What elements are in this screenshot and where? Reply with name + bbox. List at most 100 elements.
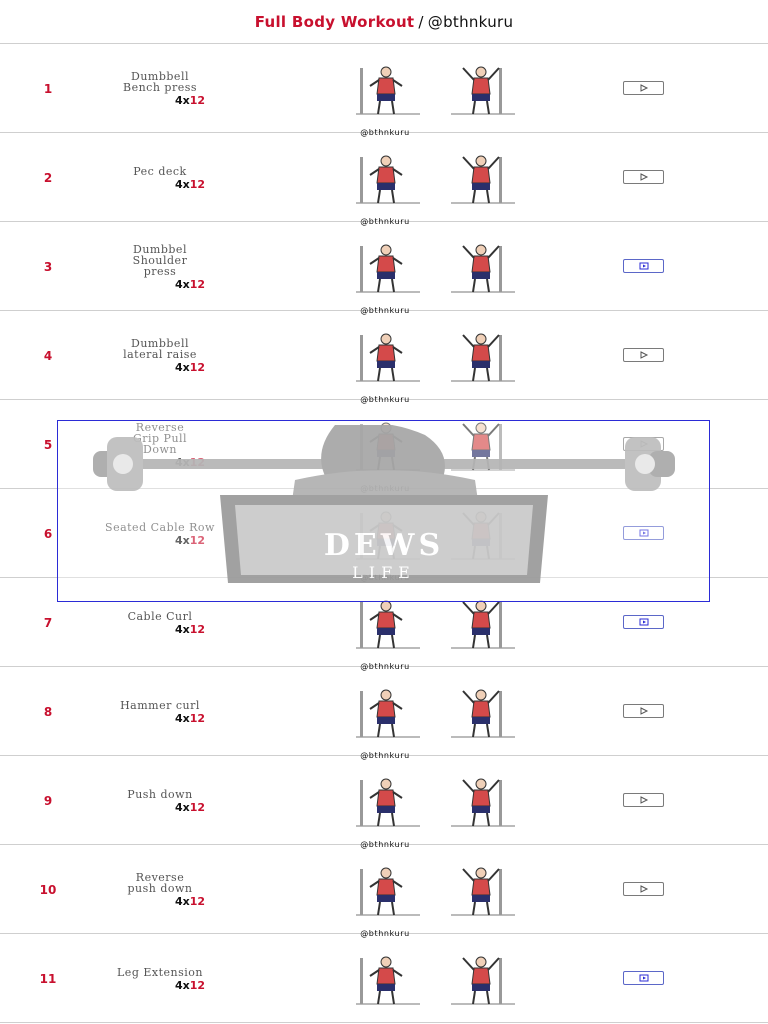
exercise-name-line: Bench press — [122, 81, 198, 94]
exercise-name-line: Push down — [127, 787, 193, 801]
play-video-button[interactable] — [623, 259, 664, 273]
sets-count: 4x — [174, 711, 190, 725]
exercise-number: 6 — [43, 527, 53, 541]
play-video-button[interactable] — [623, 348, 664, 362]
play-icon — [639, 974, 648, 982]
exercise-figures — [340, 768, 530, 832]
play-icon — [639, 262, 648, 270]
handle-watermark: @bthnkuru — [360, 840, 410, 849]
exercise-figures — [340, 679, 530, 743]
play-video-button[interactable] — [623, 971, 664, 985]
exercise-number: 2 — [43, 171, 53, 185]
exercise-name-line: Reverse — [135, 871, 185, 884]
handle-watermark: @bthnkuru — [360, 395, 410, 404]
reps-count: 12 — [189, 895, 206, 908]
reps-count: 12 — [189, 277, 206, 291]
exercise-figures — [340, 234, 530, 298]
play-video-button[interactable] — [623, 882, 664, 896]
sets-reps: 4x12 — [160, 623, 220, 636]
exercise-name-line: Hammer curl — [120, 698, 200, 712]
gym-logo-watermark: DEWS LIFE — [93, 425, 675, 583]
exercise-number: 5 — [43, 438, 53, 452]
reps-count: 12 — [189, 533, 206, 547]
exercise-figure-illustration — [450, 66, 515, 115]
sets-count: 4x — [174, 800, 190, 814]
play-video-button[interactable] — [623, 793, 664, 807]
exercise-figure-illustration — [355, 333, 420, 382]
exercise-name: Seated Cable Row — [100, 522, 220, 533]
play-icon — [640, 351, 648, 359]
sets-reps: 4x12 — [160, 895, 220, 908]
handle-watermark: @bthnkuru — [360, 929, 410, 938]
exercise-name: Cable Curl — [100, 611, 220, 622]
handle-watermark: @bthnkuru — [360, 751, 410, 760]
exercise-figure-illustration — [355, 689, 420, 738]
exercise-number: 1 — [43, 82, 53, 96]
handle-watermark: @bthnkuru — [360, 217, 410, 226]
exercise-number: 8 — [43, 705, 53, 719]
exercise-number: 9 — [43, 794, 53, 808]
play-icon — [640, 796, 648, 804]
exercise-name: Hammer curl — [100, 700, 220, 711]
exercise-number: 11 — [39, 972, 57, 986]
exercise-figures — [340, 857, 530, 921]
exercise-number: 4 — [43, 349, 53, 363]
exercise-number: 3 — [43, 260, 53, 274]
exercise-name-line: Seated Cable Row — [105, 520, 215, 534]
play-icon — [640, 707, 648, 715]
play-video-button[interactable] — [623, 526, 664, 540]
reps-count: 12 — [189, 622, 206, 636]
handle-watermark: @bthnkuru — [360, 128, 410, 137]
exercise-figure-illustration — [355, 155, 420, 204]
exercise-name: Leg Extension — [100, 967, 220, 978]
exercise-figure-illustration — [450, 155, 515, 204]
play-video-button[interactable] — [623, 704, 664, 718]
page-title: Full Body Workout — [254, 12, 415, 31]
sets-reps: 4x12 — [160, 178, 220, 191]
reps-count: 12 — [189, 800, 206, 814]
reps-count: 12 — [189, 978, 206, 992]
exercise-name: Pec deck — [100, 166, 220, 177]
author-handle: @bthnkuru — [427, 12, 514, 31]
exercise-figures — [340, 145, 530, 209]
exercise-figures — [340, 590, 530, 654]
exercise-number: 7 — [43, 616, 53, 630]
sets-count: 4x — [174, 177, 190, 191]
play-video-button[interactable] — [623, 170, 664, 184]
exercise-name: Push down — [100, 789, 220, 800]
sets-count: 4x — [174, 978, 190, 992]
sets-reps: 4x12 — [160, 979, 220, 992]
sets-count: 4x — [174, 895, 190, 908]
sets-reps: 4x12 — [160, 801, 220, 814]
exercise-name-line: Leg Extension — [117, 965, 203, 979]
logo-text: DEWS — [324, 528, 444, 563]
play-icon — [639, 618, 648, 626]
exercise-name-line: Dumbbel — [133, 242, 187, 256]
sets-reps: 4x12 — [160, 94, 220, 107]
exercise-figures — [340, 56, 530, 120]
sets-count: 4x — [174, 94, 190, 107]
sets-reps: 4x12 — [160, 712, 220, 725]
exercise-name-line: Cable Curl — [127, 609, 193, 623]
exercise-figure-illustration — [450, 956, 515, 1005]
exercise-figure-illustration — [450, 333, 515, 382]
reps-count: 12 — [189, 177, 206, 191]
play-video-button[interactable] — [623, 615, 664, 629]
exercise-name-line: lateral raise — [123, 348, 197, 361]
exercise-name-line: Down — [143, 442, 177, 456]
sets-count: 4x — [174, 361, 190, 374]
play-video-button[interactable] — [623, 81, 664, 95]
title-separator: / — [418, 12, 424, 31]
exercise-name-line: Dumbbell — [131, 337, 189, 350]
sets-count: 4x — [174, 622, 190, 636]
exercise-figure-illustration — [355, 956, 420, 1005]
exercise-name-line: Pec deck — [133, 164, 187, 178]
exercise-name-line: Shoulder — [132, 253, 188, 267]
play-icon — [640, 173, 648, 181]
